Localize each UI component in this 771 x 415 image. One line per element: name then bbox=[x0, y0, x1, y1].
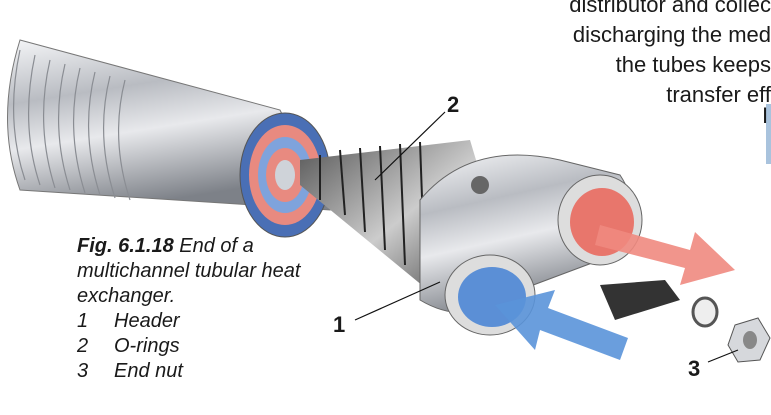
legend-item: 2 O-rings bbox=[77, 334, 300, 359]
legend-item: 1 Header bbox=[77, 309, 300, 334]
figure-label: Fig. 6.1.18 bbox=[77, 235, 174, 257]
body-line: distributor and collec bbox=[569, 0, 771, 17]
margin-highlight bbox=[766, 104, 771, 164]
legend-item: 3 End nut bbox=[77, 359, 300, 384]
body-line: discharging the med bbox=[572, 22, 771, 47]
body-line: transfer eff bbox=[666, 82, 771, 107]
end-nut bbox=[727, 317, 771, 363]
legend-num: 3 bbox=[77, 360, 89, 382]
header-body bbox=[419, 154, 643, 336]
body-text: distributor and collec discharging the m… bbox=[569, 0, 771, 110]
figure-title: End of a bbox=[173, 235, 254, 257]
cold-flow-arrow bbox=[495, 290, 628, 360]
o-ring-parts bbox=[600, 280, 719, 328]
legend-label: End nut bbox=[114, 360, 183, 382]
figure-title-line: exchanger. bbox=[77, 285, 176, 307]
body-line: the tubes keeps bbox=[615, 52, 771, 77]
legend-num: 1 bbox=[77, 310, 89, 332]
hot-flow-arrow bbox=[595, 225, 735, 285]
legend-num: 2 bbox=[77, 335, 89, 357]
callout-1: 1 bbox=[333, 312, 346, 337]
callout-2: 2 bbox=[447, 92, 460, 117]
shell-cylinder bbox=[7, 39, 331, 238]
legend-label: Header bbox=[114, 310, 180, 332]
figure-caption: Fig. 6.1.18 End of a multichannel tubula… bbox=[77, 234, 300, 384]
callout-3: 3 bbox=[688, 356, 701, 381]
figure-title-line: multichannel tubular heat bbox=[77, 260, 301, 282]
legend-label: O-rings bbox=[114, 335, 180, 357]
margin-glyph: I bbox=[762, 103, 769, 128]
